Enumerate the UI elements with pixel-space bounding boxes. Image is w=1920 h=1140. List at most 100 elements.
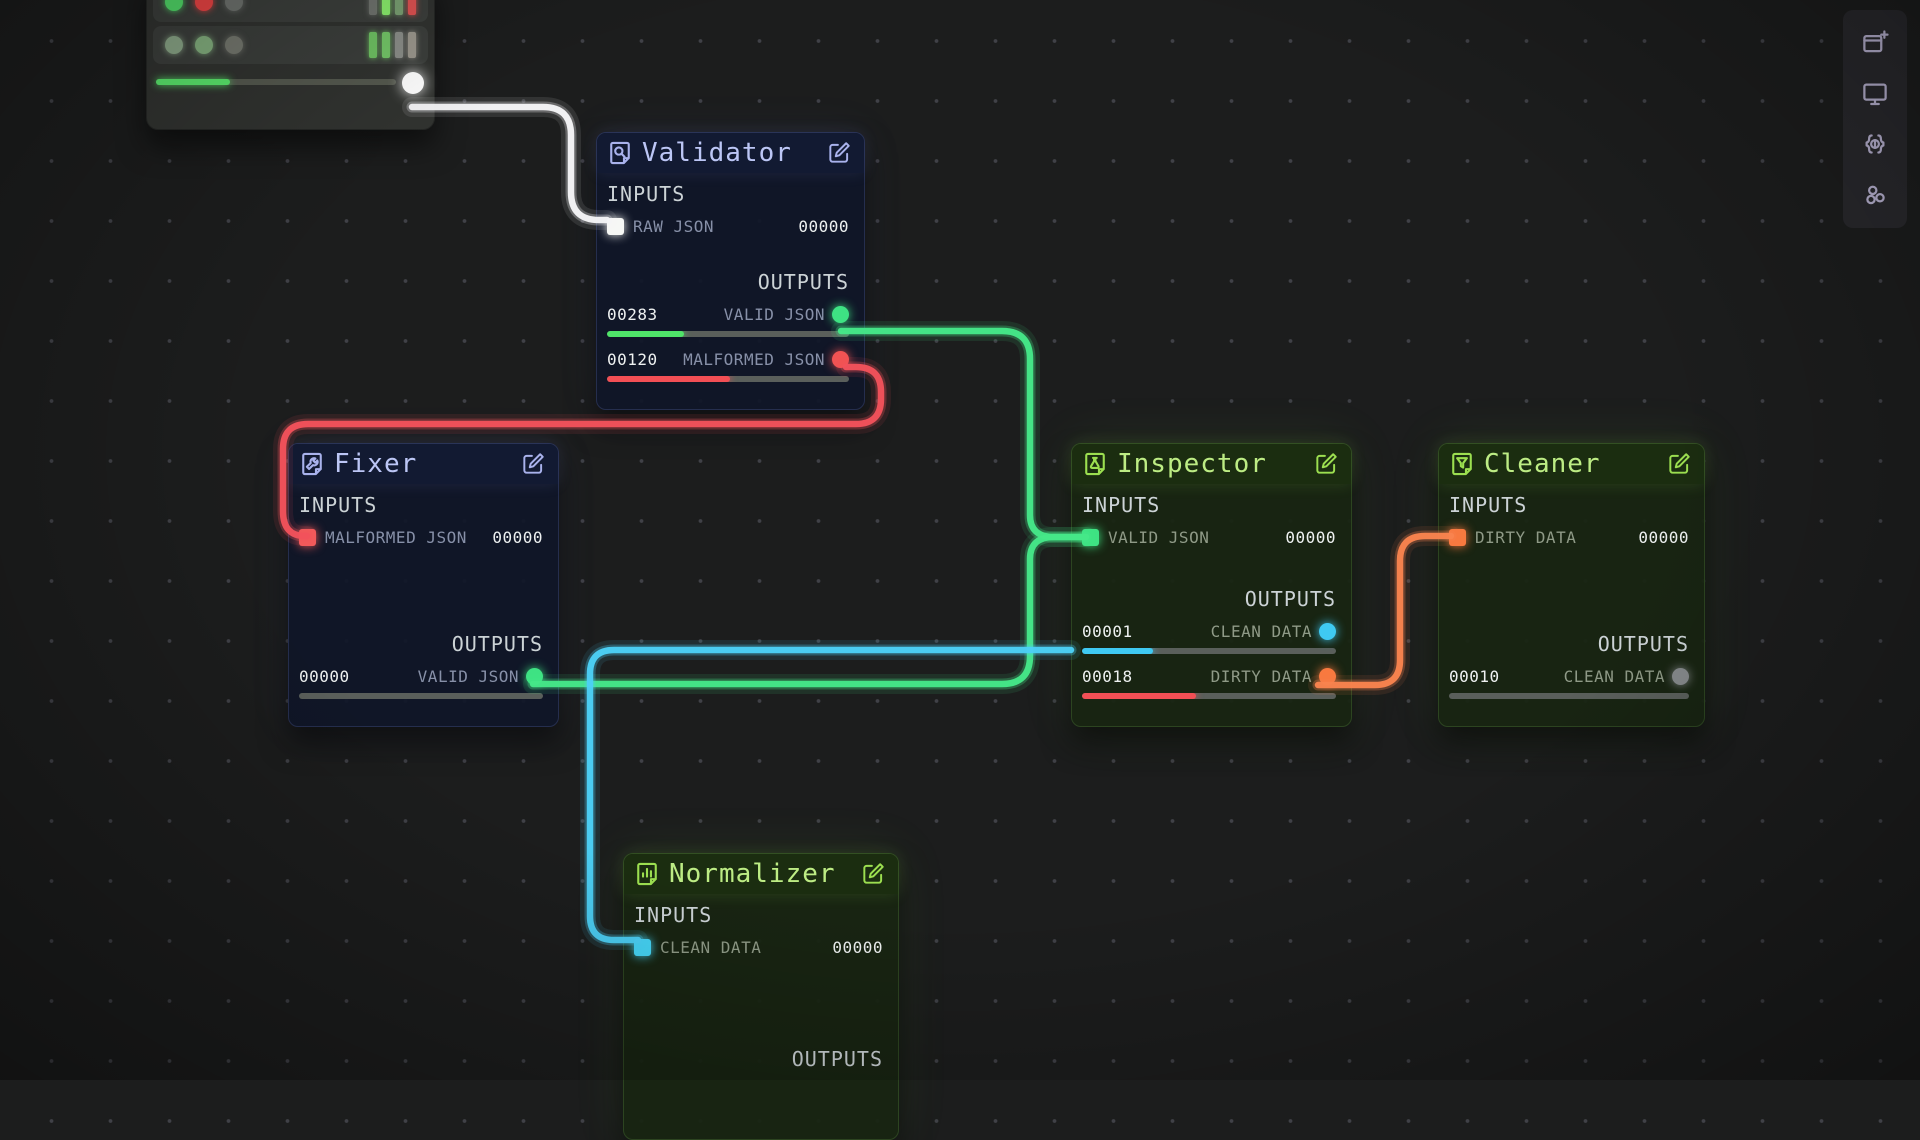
input-row: DIRTY DATA 00000 [1449, 524, 1689, 550]
output-label: MALFORMED JSON [683, 349, 825, 369]
inputs-heading: INPUTS [1449, 493, 1528, 517]
inputs-heading: INPUTS [1082, 493, 1161, 517]
node-normalizer[interactable]: Normalizer INPUTS CLEAN DATA 00000 OUTPU… [623, 853, 899, 1140]
input-count: 00000 [1285, 527, 1336, 547]
output-bar [1082, 648, 1336, 654]
status-led [225, 0, 243, 11]
input-port[interactable] [607, 217, 624, 235]
output-count: 00000 [299, 666, 350, 686]
status-led [165, 0, 183, 11]
input-port[interactable] [1082, 528, 1099, 546]
output-row: 00000 VALID JSON [299, 663, 543, 689]
input-row: VALID JSON 00000 [1082, 524, 1336, 550]
edit-icon[interactable] [520, 451, 546, 477]
input-label: RAW JSON [633, 216, 715, 236]
input-port[interactable] [1449, 528, 1466, 546]
output-port[interactable] [1319, 622, 1336, 640]
node-header[interactable]: Inspector [1072, 444, 1351, 484]
output-bar [607, 376, 849, 382]
output-row: 00120 MALFORMED JSON [607, 346, 849, 372]
output-count: 00001 [1082, 621, 1133, 641]
output-port[interactable] [832, 350, 849, 368]
outputs-heading: OUTPUTS [791, 1047, 883, 1071]
monitor-icon[interactable] [1858, 77, 1892, 111]
file-filter-icon [1447, 449, 1477, 479]
level-bars [369, 32, 416, 58]
output-label: DIRTY DATA [1210, 666, 1312, 686]
input-label: MALFORMED JSON [325, 527, 467, 547]
input-label: DIRTY DATA [1475, 527, 1577, 547]
rack-unit-row [153, 0, 428, 22]
level-bars [369, 0, 416, 15]
node-validator[interactable]: Validator INPUTS RAW JSON 00000 OUTPUTS … [596, 132, 865, 410]
node-title: Fixer [334, 449, 418, 479]
status-led [165, 36, 183, 54]
node-header[interactable]: Validator [597, 133, 864, 173]
node-title: Inspector [1117, 449, 1267, 479]
node-title: Normalizer [669, 859, 836, 889]
input-row: RAW JSON 00000 [607, 213, 849, 239]
file-search-icon [605, 138, 635, 168]
node-header[interactable]: Normalizer [624, 854, 898, 894]
input-label: CLEAN DATA [660, 937, 762, 957]
output-port[interactable] [402, 72, 424, 94]
file-flask-icon [1080, 449, 1110, 479]
side-toolbar [1843, 10, 1907, 228]
edit-icon[interactable] [860, 861, 886, 887]
node-title: Cleaner [1484, 449, 1601, 479]
edit-icon[interactable] [1666, 451, 1692, 477]
outputs-heading: OUTPUTS [757, 270, 849, 294]
node-header[interactable]: Fixer [289, 444, 558, 484]
output-port[interactable] [832, 305, 849, 323]
progress-fill [156, 79, 231, 85]
input-row: MALFORMED JSON 00000 [299, 524, 543, 550]
file-chart-icon [632, 859, 662, 889]
output-row: 00283 VALID JSON [607, 301, 849, 327]
output-bar [607, 331, 849, 337]
output-count: 00010 [1449, 666, 1500, 686]
code-braces-icon[interactable] [1858, 127, 1892, 161]
input-count: 00000 [798, 216, 849, 236]
input-port[interactable] [634, 938, 651, 956]
node-cleaner[interactable]: Cleaner INPUTS DIRTY DATA 00000 OUTPUTS … [1438, 443, 1705, 727]
status-led [195, 36, 213, 54]
output-row: 00010 CLEAN DATA [1449, 663, 1689, 689]
output-bar [1449, 693, 1689, 699]
input-count: 00000 [832, 937, 883, 957]
input-count: 00000 [1638, 527, 1689, 547]
outputs-heading: OUTPUTS [1597, 632, 1689, 656]
output-port[interactable] [1319, 667, 1336, 685]
output-label: CLEAN DATA [1563, 666, 1665, 686]
status-led [195, 0, 213, 11]
edit-icon[interactable] [1313, 451, 1339, 477]
output-port[interactable] [526, 667, 543, 685]
new-window-icon[interactable] [1858, 26, 1892, 60]
output-count: 00018 [1082, 666, 1133, 686]
progress-bar [156, 79, 396, 85]
wire-valid-json-from-fixer[interactable] [523, 527, 1096, 694]
output-row: 00001 CLEAN DATA [1082, 618, 1336, 644]
input-port[interactable] [299, 528, 316, 546]
output-count: 00283 [607, 304, 658, 324]
output-bar [1082, 693, 1336, 699]
output-row: 00018 DIRTY DATA [1082, 663, 1336, 689]
file-wrench-icon [297, 449, 327, 479]
rack-unit-row [153, 26, 428, 64]
node-fixer[interactable]: Fixer INPUTS MALFORMED JSON 00000 OUTPUT… [288, 443, 559, 727]
edit-icon[interactable] [826, 140, 852, 166]
wire-valid-json-from-validator[interactable] [831, 321, 1096, 547]
source-monitor-node[interactable] [146, 0, 435, 130]
node-graph-icon[interactable] [1858, 178, 1892, 212]
output-label: CLEAN DATA [1210, 621, 1312, 641]
status-led [225, 36, 243, 54]
input-row: CLEAN DATA 00000 [634, 934, 883, 960]
output-label: VALID JSON [417, 666, 519, 686]
node-header[interactable]: Cleaner [1439, 444, 1704, 484]
node-inspector[interactable]: Inspector INPUTS VALID JSON 00000 OUTPUT… [1071, 443, 1352, 727]
wire-raw-json[interactable] [402, 97, 617, 230]
output-port[interactable] [1672, 667, 1689, 685]
node-title: Validator [642, 138, 792, 168]
output-count: 00120 [607, 349, 658, 369]
input-label: VALID JSON [1108, 527, 1210, 547]
